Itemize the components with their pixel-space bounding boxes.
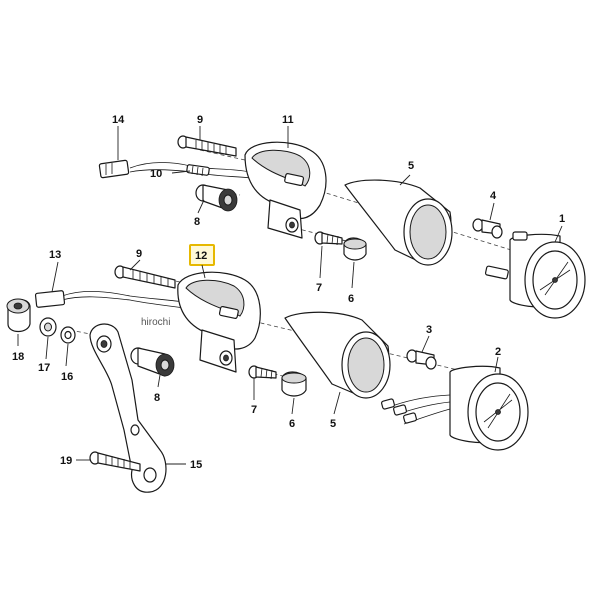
part-2-instrument-gauge-lower [381,365,529,451]
label-part-2: 2 [495,346,501,358]
label-part-6-upper: 6 [348,293,354,305]
label-part-4: 4 [490,190,497,202]
part-9-bolt-upper [177,135,237,157]
part-12-instrument-housing-lower [177,271,261,373]
part-8-rubber-mount-upper [195,184,238,212]
part-4-bulb-upper [472,218,503,239]
part-1-instrument-gauge-upper [484,231,586,319]
label-part-8-upper: 8 [194,216,200,228]
label-part-6-lower: 6 [289,418,295,430]
label-part-10: 10 [150,168,162,180]
label-part-3: 3 [426,324,432,336]
label-part-1: 1 [559,213,565,225]
part-5-cover-tube-upper [344,179,453,266]
label-part-18: 18 [12,351,24,363]
label-part-16: 16 [61,371,73,383]
label-part-17: 17 [38,362,50,374]
label-part-5-lower: 5 [330,418,336,430]
part-10-stud [186,164,210,177]
part-3-bulb-lower [406,349,437,370]
part-9-bolt-lower [114,265,176,289]
part-6-cap-upper [343,237,367,261]
part-17-spacer [39,317,57,337]
label-part-11: 11 [282,114,294,126]
label-part-7-lower: 7 [251,404,257,416]
part-11-instrument-housing-upper [244,141,327,239]
label-part-9-upper: 9 [197,114,203,126]
label-part-5-upper: 5 [408,160,414,172]
label-part-7-upper: 7 [316,282,322,294]
part-15-bracket [89,323,167,493]
part-8-rubber-mount-lower [130,347,175,377]
part-18-grommet [6,298,31,333]
part-5-cover-tube-lower [284,311,391,399]
label-part-13: 13 [49,249,61,261]
part-6-cap-lower [281,371,307,397]
part-16-washer [60,326,76,344]
label-part-15: 15 [190,459,202,471]
part-19-bolt [89,451,141,472]
label-part-12: 12 [195,250,207,262]
part-14-wiring-plug [98,159,253,179]
watermark-text: hirochi [141,317,170,328]
label-part-14: 14 [112,114,125,126]
label-part-9-lower: 9 [136,248,142,260]
part-7-screw-upper [314,231,343,246]
label-part-19: 19 [60,455,72,467]
part-7-screw-lower [248,365,277,380]
label-part-8-lower: 8 [154,392,160,404]
